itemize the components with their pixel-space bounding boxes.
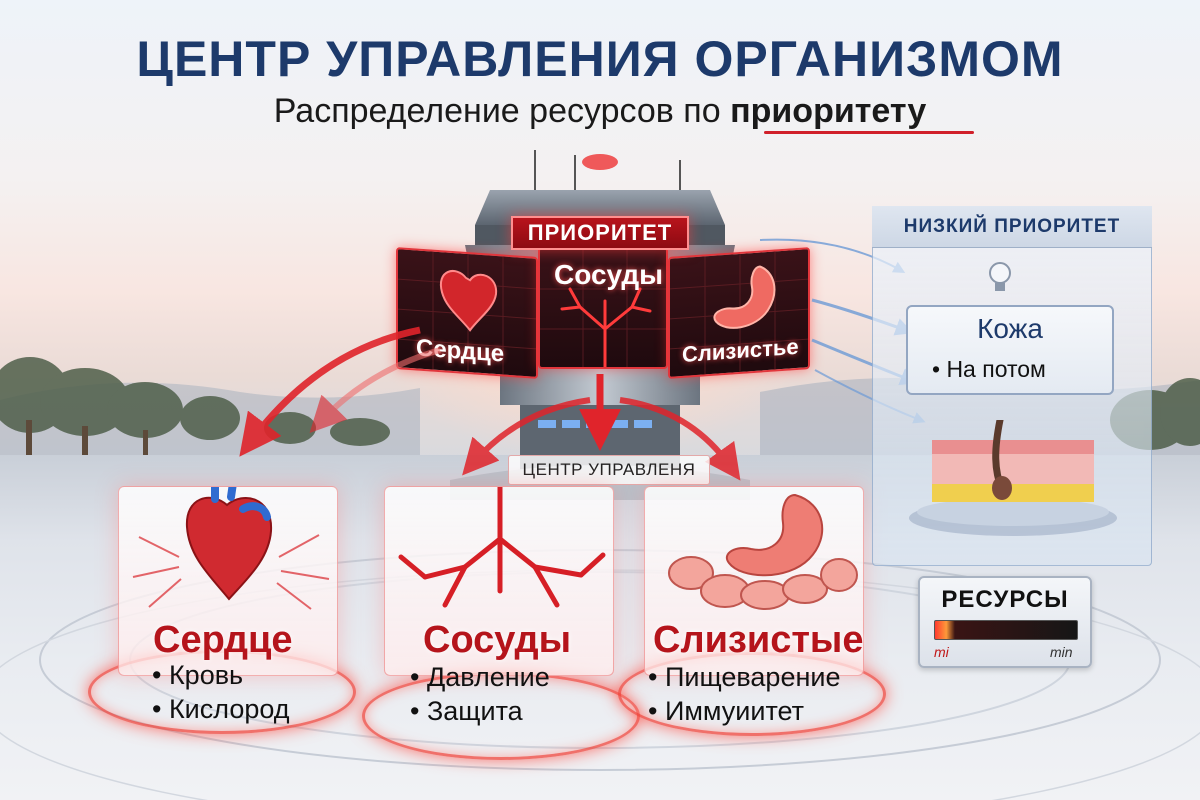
lightbulb-icon <box>989 262 1011 291</box>
stomach-icon <box>726 493 824 577</box>
card-vessels-item-2: • Защита <box>410 696 523 726</box>
card-heart-item-1: • Кровь <box>152 660 244 690</box>
page-title: ЦЕНТР УПРАВЛЕНИЯ ОРГАНИЗМОМ <box>136 31 1064 87</box>
skin-card <box>906 305 1114 395</box>
card-heart-title: Сердце <box>153 619 293 661</box>
card-mucosa-title: Слизистые <box>653 619 864 661</box>
subtitle-underline <box>764 131 974 134</box>
resources-left-label: mi <box>934 644 949 660</box>
heart-icon <box>439 269 498 332</box>
card-vessels-item-1: • Давление <box>410 662 550 692</box>
priority-ribbon: ПРИОРИТЕТ <box>511 216 689 250</box>
card-vessels-title: Сосуды <box>423 619 572 661</box>
screen-vessels: Сосуды <box>538 247 668 369</box>
card-heart-item-2: • Кислород <box>152 694 290 724</box>
card-mucosa-item-2: • Иммуиитет <box>648 696 805 726</box>
control-center-label: ЦЕНТР УПРАВЛЕНЯ <box>508 455 710 485</box>
low-priority-header: НИЗКИЙ ПРИОРИТЕТ <box>872 206 1152 248</box>
stomach-icon <box>713 265 776 329</box>
screen-mucosa: Слизистье <box>668 247 810 379</box>
subtitle-prefix: Распределение ресурсов по <box>273 92 721 130</box>
skin-item: • На потом <box>932 356 1046 382</box>
screen-heart: Сердце <box>396 247 538 379</box>
skin-icon <box>909 420 1117 536</box>
vessels-icon <box>560 287 652 367</box>
resources-meter <box>934 620 1078 640</box>
resources-right-label: min <box>1050 644 1073 660</box>
resources-title: РЕСУРСЫ <box>941 586 1069 613</box>
card-heart: Сердце <box>118 486 338 676</box>
card-mucosa: Слизистые <box>644 486 864 676</box>
heart-icon <box>185 496 273 601</box>
screen-vessels-label: Сосуды <box>554 259 664 290</box>
subtitle-emphasis: приоритету <box>730 92 927 130</box>
vessels-icon <box>398 487 606 608</box>
card-vessels: Сосуды <box>384 486 614 676</box>
skin-title: Кожа <box>977 313 1043 344</box>
page-subtitle: Распределение ресурсов по приоритету <box>0 92 1200 131</box>
card-mucosa-item-1: • Пищеварение <box>648 662 841 692</box>
